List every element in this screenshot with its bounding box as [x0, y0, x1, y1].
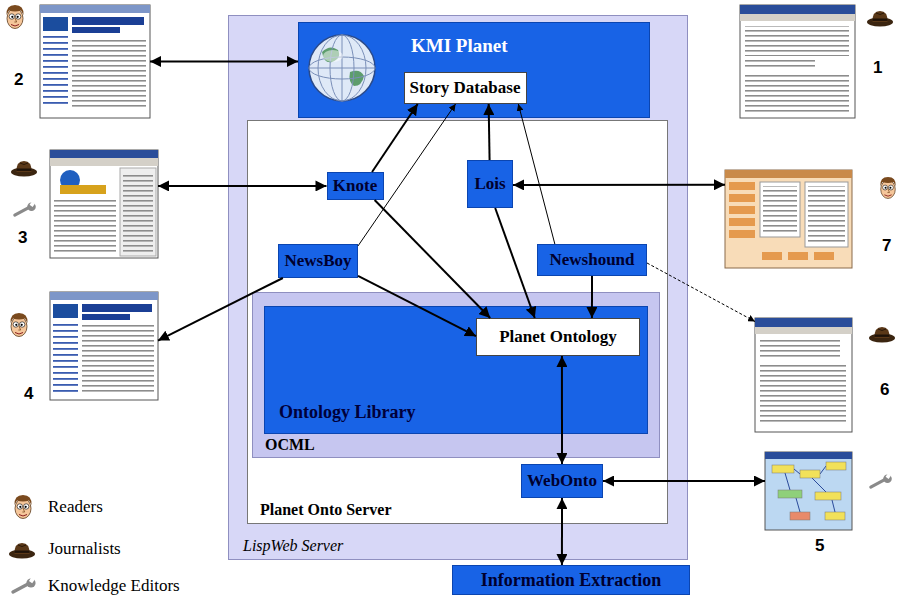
editor-icon	[15, 201, 36, 215]
process-box: Lois	[467, 160, 513, 208]
callout-number: 5	[815, 536, 824, 556]
box-label: Information Extraction	[481, 570, 661, 591]
legend-entry: Knowledge Editors	[48, 576, 180, 596]
callout-number: 2	[14, 70, 23, 90]
box-label: Lois	[474, 174, 505, 194]
callout-number: 4	[24, 384, 33, 404]
connector-arrow	[158, 278, 283, 341]
callout-number: 7	[882, 236, 891, 256]
server-region: LispWeb Server KMI PlanetStory DatabasePl…	[228, 15, 688, 560]
database-box: Story Database	[404, 72, 527, 104]
connector-arrow	[488, 104, 491, 160]
region-label: LispWeb Server	[243, 537, 343, 555]
process-box: Information Extraction	[452, 565, 690, 595]
legend-entry: Readers	[48, 497, 103, 517]
region-label: Planet Onto Server	[260, 501, 392, 519]
system-box: KMI PlanetStory Database	[298, 22, 650, 118]
screenshot-picture	[50, 150, 158, 258]
legend-editor-icon	[13, 577, 36, 592]
callout-number: 3	[18, 228, 27, 248]
screenshot-node: 5	[765, 452, 852, 530]
reader-icon	[880, 177, 896, 198]
globe-illustration	[309, 35, 375, 101]
screenshot-node: 6	[755, 318, 852, 432]
process-box: Knote	[327, 172, 384, 200]
connector-arrow	[158, 185, 327, 187]
process-box: NewsBoy	[278, 244, 358, 278]
screenshot-node: 7	[725, 170, 852, 268]
connector-arrow	[358, 104, 456, 246]
region-label: KMI Planet	[411, 35, 508, 57]
screenshot-node: 2	[40, 5, 150, 118]
screenshot-node: 3	[50, 150, 158, 258]
connector-arrow	[495, 208, 535, 318]
legend-journalist-icon	[9, 543, 35, 559]
callout-number: 6	[880, 380, 889, 400]
screenshot-picture	[50, 292, 158, 400]
connector-arrow	[358, 276, 476, 336]
screenshot-picture	[40, 5, 150, 118]
reader-icon	[6, 5, 23, 29]
connector-arrow	[561, 498, 563, 565]
screenshot-node: 1	[740, 5, 855, 118]
journalist-icon	[867, 11, 893, 27]
connector-arrow	[372, 104, 418, 172]
box-label: Planet Ontology	[499, 327, 617, 347]
legend-label: Readers	[48, 497, 103, 516]
screenshot-picture	[725, 170, 852, 268]
journalist-icon	[869, 327, 895, 343]
box-label: NewsBoy	[284, 251, 351, 271]
connector-arrow	[513, 184, 725, 186]
server-box: Planet Onto Server Knote LoisNewsBoy Newsho…	[247, 120, 668, 524]
box-label: Knote	[333, 176, 377, 196]
ontology-box: Planet Ontology	[476, 318, 640, 356]
journalist-icon	[11, 161, 37, 177]
connector-arrow	[603, 480, 765, 482]
screenshot-picture	[740, 5, 855, 118]
library-box: Ontology Library Planet Ontology	[264, 306, 648, 434]
box-label: Newshound	[549, 250, 634, 270]
screenshot-picture	[755, 318, 852, 432]
legend-label: Journalists	[48, 539, 121, 558]
legend-label: Knowledge Editors	[48, 576, 180, 595]
language-region: OCML Ontology Library Planet Ontology	[252, 292, 660, 458]
connector-arrow	[375, 200, 491, 318]
connector-arrow	[591, 276, 593, 318]
process-box: Newshound	[537, 244, 647, 276]
region-label: Ontology Library	[279, 402, 416, 423]
legend-reader-icon	[14, 495, 31, 519]
connector-arrow	[647, 263, 755, 322]
connector-arrow	[561, 356, 563, 464]
box-label: Story Database	[410, 78, 521, 98]
screenshot-picture	[765, 452, 852, 530]
box-label: WebOnto	[527, 471, 597, 491]
process-box: WebOnto	[521, 464, 603, 498]
region-label: OCML	[265, 436, 315, 454]
connector-arrow	[518, 104, 555, 244]
connector-arrow	[150, 60, 298, 62]
callout-number: 1	[873, 58, 882, 78]
legend-entry: Journalists	[48, 539, 121, 559]
screenshot-node: 4	[50, 292, 158, 400]
reader-icon	[10, 313, 27, 337]
editor-icon	[871, 473, 892, 487]
